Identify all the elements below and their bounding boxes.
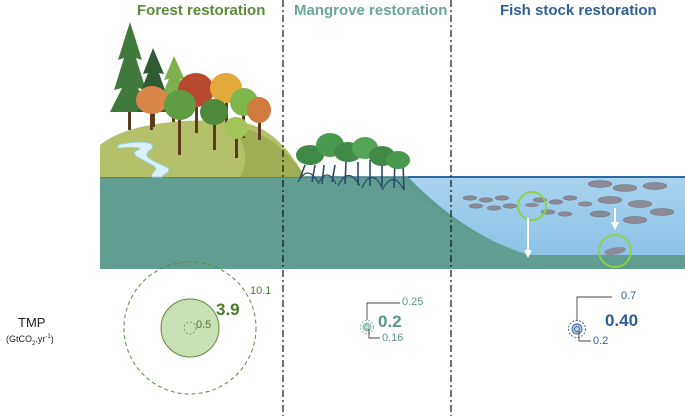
forest-central-circle	[160, 298, 220, 358]
mangrove-title: Mangrove restoration	[294, 2, 448, 19]
hill-shade	[230, 125, 305, 177]
fish-low-circle	[574, 326, 580, 332]
forest-high-value: 10.1	[250, 285, 272, 297]
fish-low-value: 0.2	[593, 335, 609, 347]
forest-central-value: 3.9	[216, 300, 240, 319]
mangrove-high-leader	[366, 302, 400, 320]
mangrove-low-circle	[364, 324, 370, 330]
mangrove-trees	[296, 133, 410, 191]
seabed-fish-circle	[598, 234, 632, 268]
fish-title: Fish stock restoration	[500, 2, 657, 19]
fish-central-value: 0.40	[605, 311, 639, 330]
forest-high-circle	[123, 261, 257, 395]
conifer-tree-1	[110, 22, 150, 130]
fish-high-value: 0.7	[621, 290, 637, 302]
sinking-arrowhead-2	[611, 222, 619, 230]
mangrove-high-value: 0.25	[402, 296, 424, 308]
highlighted-fish	[525, 202, 539, 208]
deciduous-tree-orange	[136, 86, 168, 130]
river	[117, 141, 170, 178]
fish-school	[462, 180, 675, 224]
fish-highlight-circle	[517, 191, 547, 221]
deciduous-tree-darkgreen	[200, 99, 228, 150]
fish-low-leader	[578, 331, 591, 342]
metric-label: TMP	[18, 315, 46, 330]
sinking-arrowhead-1	[524, 250, 532, 258]
deciduous-tree-green	[164, 90, 196, 155]
mangrove-central-circle	[362, 322, 372, 332]
forest-low-value: 0.5	[196, 319, 212, 331]
sea-floor	[100, 177, 685, 269]
conifer-tree-2	[137, 48, 170, 127]
fish-high-circle	[568, 320, 586, 338]
forest-title: Forest restoration	[137, 2, 266, 19]
metric-unit: (GtCO2.yr-1)	[6, 334, 54, 347]
forest-low-circle	[183, 321, 197, 335]
mangrove-low-leader	[368, 329, 380, 339]
mangrove-high-circle	[360, 320, 374, 334]
fish-high-leader	[576, 296, 612, 320]
seabed-fish	[604, 247, 626, 255]
deciduous-tree-rust	[247, 97, 271, 140]
mangrove-low-value: 0.16	[382, 332, 404, 344]
deciduous-tree-small	[224, 117, 248, 158]
fish-central-circle	[571, 323, 583, 335]
mangrove-central-value: 0.2	[378, 312, 402, 331]
